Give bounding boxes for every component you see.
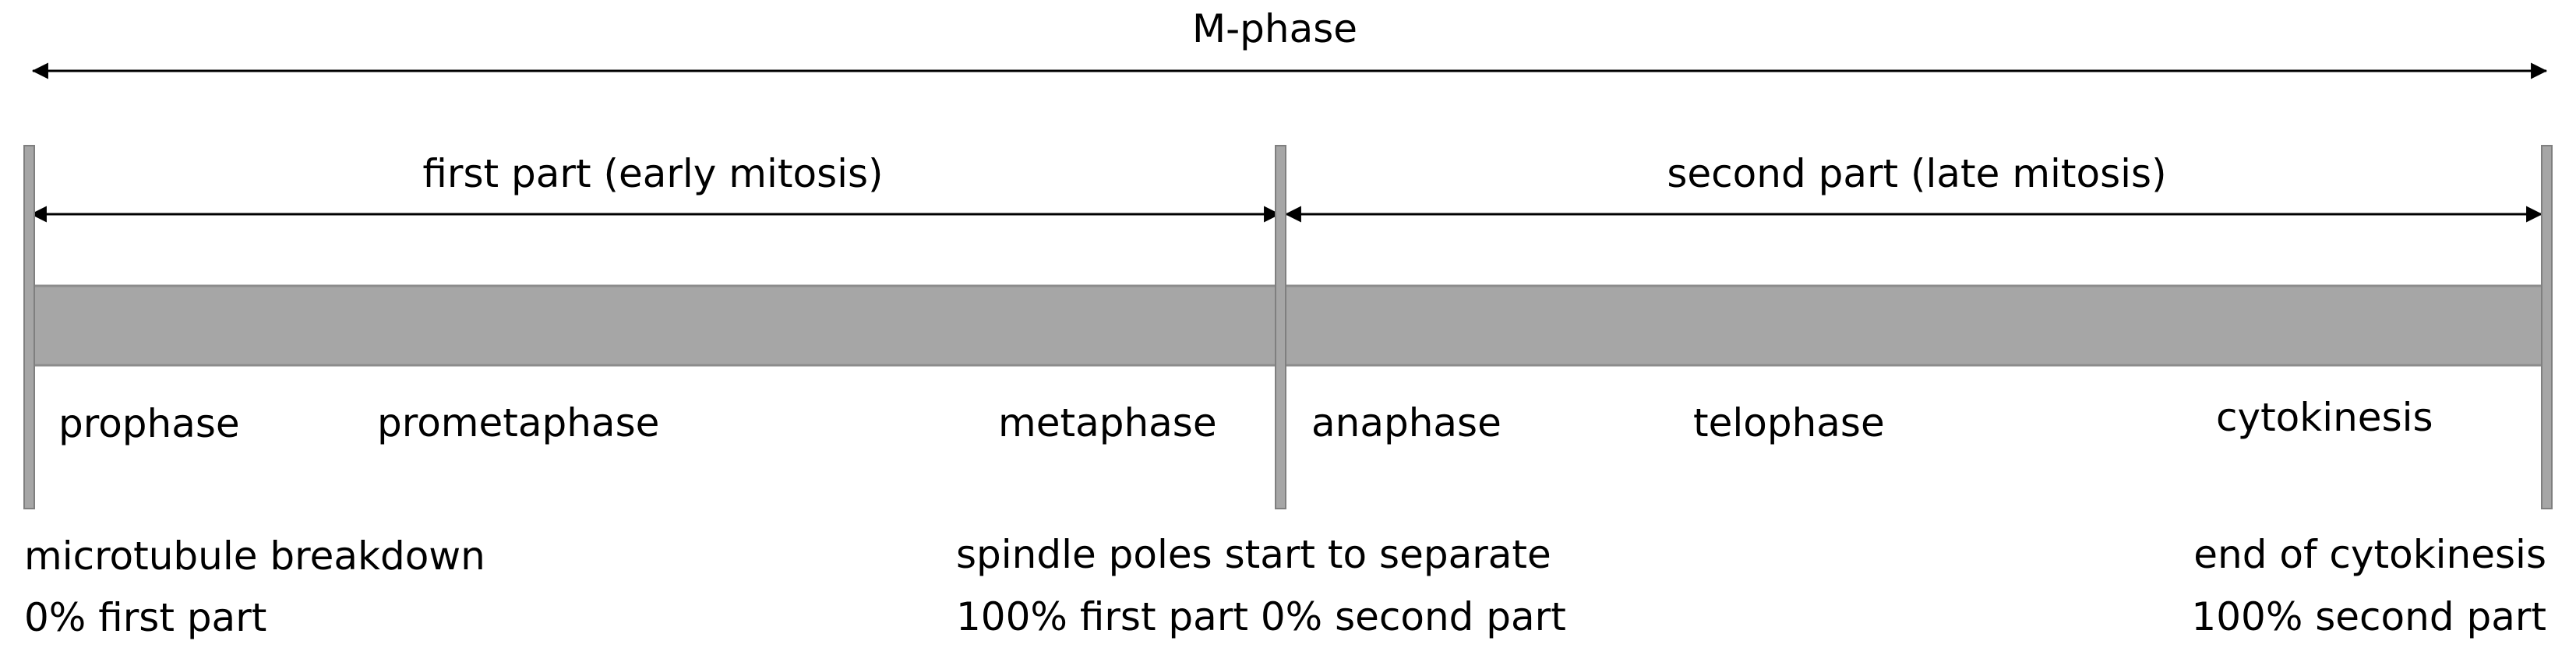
first-part-label: first part (early mitosis) — [422, 151, 883, 196]
phase-label-metaphase: metaphase — [998, 400, 1217, 445]
milestone-mid-progress: 100% first part 0% second part — [956, 594, 1566, 639]
milestone-start-event: microtubule breakdown — [24, 534, 485, 579]
phase-label-prometaphase: prometaphase — [377, 400, 659, 445]
milestone-mid-event: spindle poles start to separate — [956, 532, 1551, 577]
divider-end — [2541, 145, 2553, 509]
phase-label-cytokinesis: cytokinesis — [2216, 395, 2433, 440]
divider-start — [23, 145, 35, 509]
timeline-bar — [28, 284, 2548, 367]
second-part-label: second part (late mitosis) — [1667, 151, 2166, 196]
m-phase-title: M-phase — [1192, 6, 1357, 51]
phase-label-prophase: prophase — [58, 401, 240, 446]
milestone-end-progress: 100% second part — [2191, 594, 2546, 639]
milestone-start-progress: 0% first part — [24, 595, 266, 640]
phase-label-anaphase: anaphase — [1311, 400, 1501, 445]
divider-mid — [1275, 145, 1286, 509]
phase-label-telophase: telophase — [1693, 400, 1885, 445]
milestone-end-event: end of cytokinesis — [2193, 532, 2546, 577]
